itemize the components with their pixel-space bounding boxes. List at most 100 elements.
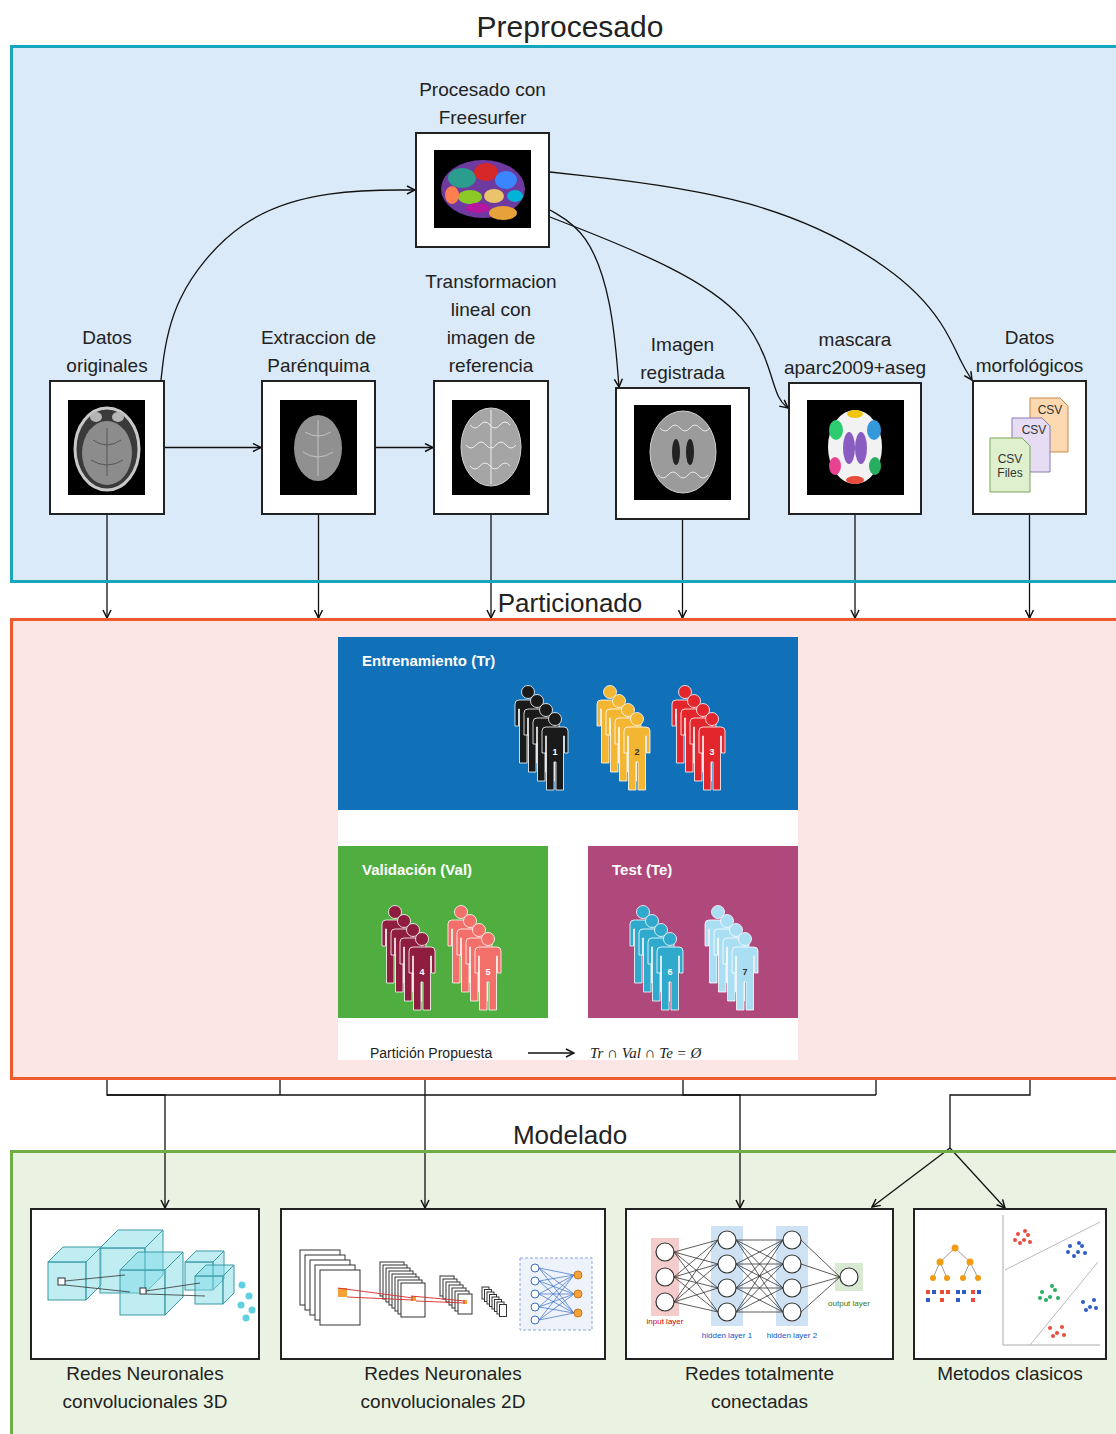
mri-transformed (452, 400, 530, 495)
cnn2d-figure (574, 1271, 582, 1317)
classic-methods-figure (977, 1290, 981, 1294)
cnn2d-figure (531, 1264, 539, 1272)
classic-methods-figure (1026, 1233, 1030, 1237)
model-box: Redes totalmente conectadas (625, 1208, 894, 1360)
dense-network-figure (656, 1231, 858, 1321)
frame-fill (625, 1208, 894, 1360)
image-box: Procesado con Freesurfer (415, 132, 550, 248)
partition-panel (338, 637, 798, 810)
person-group (475, 933, 501, 1011)
dense-network-figure (783, 1303, 801, 1321)
image-box: Datos originales (49, 380, 165, 515)
box-heading: Extraccion de Parénquima (244, 324, 394, 380)
segmentation-mask (828, 410, 882, 484)
cnn3d-figure (48, 1230, 234, 1315)
figure-number: 4 (419, 967, 424, 978)
dense-network-figure (656, 1268, 674, 1286)
person-group (732, 933, 758, 1011)
person-group (699, 713, 725, 791)
person-group (624, 713, 650, 791)
dense-network-figure (840, 1268, 858, 1286)
flow-arrow (550, 210, 619, 387)
file-label: CSV (1022, 423, 1047, 437)
flow-arrow (424, 1080, 425, 1208)
freesurfer-brain (458, 190, 482, 204)
partition-panel (338, 637, 798, 1060)
csv-files (990, 398, 1068, 492)
box-heading: Datos originales (49, 324, 165, 380)
cnn2d-figure (300, 1250, 592, 1330)
classic-methods-figure (956, 1298, 960, 1302)
stage-band: ParticionadoEntrenamiento (Tr)Validación… (10, 618, 1116, 1080)
classic-methods-figure (1081, 1300, 1085, 1304)
mri-registered (634, 405, 731, 500)
partition-box: Validación (Val) (338, 846, 548, 1018)
frame-fill (415, 132, 550, 248)
image-box: Transformacion lineal con imagen de refe… (433, 380, 549, 515)
classic-methods-figure (975, 1275, 981, 1281)
classic-methods-figure (926, 1290, 981, 1302)
cnn2d-figure (300, 1250, 507, 1325)
cnn3d-figure (120, 1270, 165, 1315)
dense-network-figure (651, 1226, 863, 1326)
partition-panel (588, 846, 798, 1018)
classic-methods-figure (1060, 1325, 1064, 1329)
cnn3d-figure (249, 1307, 256, 1314)
cnn2d-figure (520, 1258, 592, 1330)
mri-original (75, 408, 139, 490)
classic-methods-figure (946, 1290, 950, 1294)
partition-title: Validación (Val) (362, 860, 472, 880)
freesurfer-brain (484, 189, 504, 203)
freesurfer-brain (489, 206, 517, 220)
classic-methods-figure (960, 1275, 966, 1281)
classic-methods-figure (1051, 1334, 1055, 1338)
partition-panel (338, 637, 798, 1060)
box-heading: Procesado con Freesurfer (408, 76, 558, 132)
segmentation-mask (843, 432, 855, 464)
frame-fill (261, 380, 376, 515)
model-caption: Redes Neuronales convolucionales 3D (35, 1360, 255, 1416)
segmentation-mask (829, 420, 843, 440)
mri-registered (650, 411, 716, 493)
classic-methods-figure (1048, 1326, 1052, 1330)
mri-original (91, 428, 123, 476)
image-box: mascara aparc2009+aseg (788, 382, 922, 515)
classic-methods-figure (1056, 1296, 1060, 1300)
bracket-line (872, 1148, 950, 1207)
classic-methods-figure (933, 1248, 978, 1278)
classic-methods-figure (940, 1290, 944, 1294)
classic-methods-figure (1005, 1222, 1100, 1345)
classic-methods-figure (1016, 1232, 1020, 1236)
frame-fill (788, 382, 922, 515)
classic-methods-figure (967, 1259, 974, 1266)
frame-fill (433, 380, 549, 515)
person-group (382, 686, 758, 1011)
classic-methods-figure (1066, 1241, 1098, 1312)
cnn3d-figure (246, 1293, 253, 1300)
segmentation-mask (855, 432, 867, 464)
stage-band: PreprocesadoProcesado con FreesurferDato… (10, 45, 1116, 583)
classic-methods-figure (944, 1275, 950, 1281)
mri-original (68, 400, 145, 495)
frame-fill (30, 132, 1107, 1360)
classic-methods-figure (1028, 1240, 1032, 1244)
person-group (657, 933, 683, 1011)
classic-methods-figure (926, 1290, 930, 1294)
band-fill (10, 618, 1116, 1080)
classic-methods-figure (1062, 1333, 1066, 1337)
flow-arrow (950, 1080, 1030, 1208)
segmentation-mask (869, 457, 881, 475)
mri-transformed (461, 408, 521, 486)
classic-methods-figure (930, 1245, 981, 1282)
layer-label: hidden layer 1 (702, 1331, 752, 1341)
classic-methods-figure (971, 1290, 975, 1294)
box-heading: Datos morfológicos (965, 324, 1095, 380)
cnn2d-figure (539, 1268, 574, 1320)
dense-network-figure (718, 1231, 736, 1249)
classic-methods-figure (926, 1298, 930, 1302)
partition-panel (338, 846, 548, 1018)
classic-methods-figure (1055, 1331, 1059, 1335)
classic-methods-figure (1013, 1229, 1066, 1338)
